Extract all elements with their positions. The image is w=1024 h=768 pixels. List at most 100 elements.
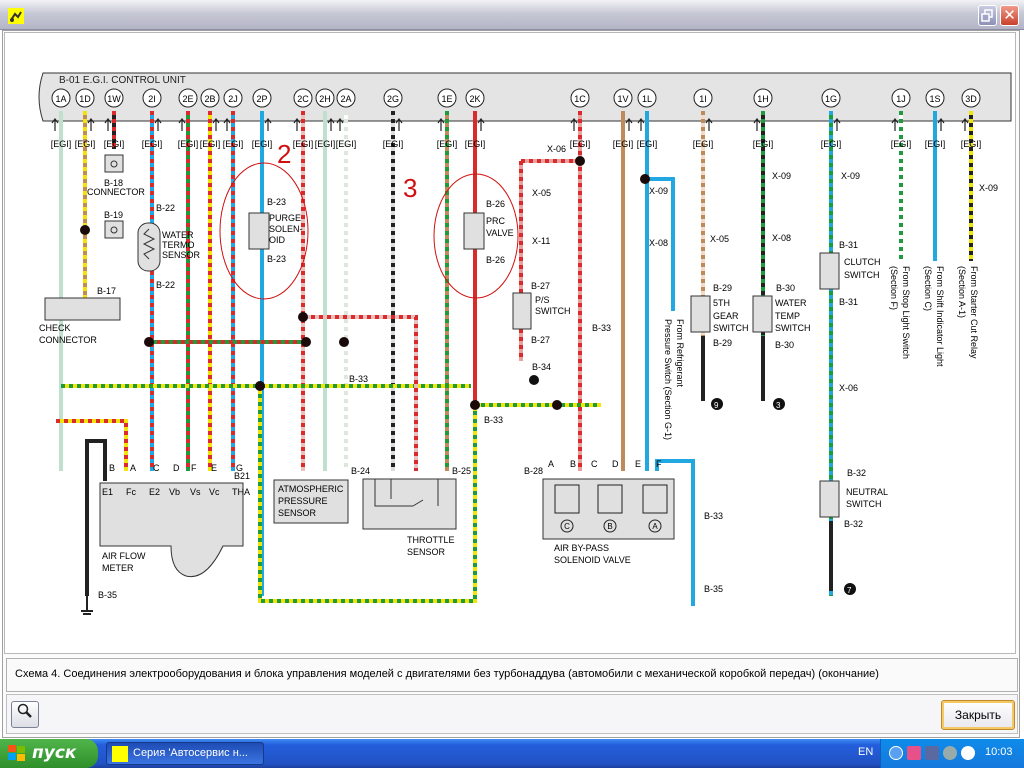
svg-text:SWITCH: SWITCH bbox=[846, 499, 882, 509]
wire-tag-egi: [EGI] bbox=[753, 139, 774, 149]
wire-b33-b35 bbox=[655, 459, 695, 606]
svg-text:X-06: X-06 bbox=[547, 144, 566, 154]
svg-text:SENSOR: SENSOR bbox=[278, 508, 317, 518]
svg-text:From Shift Indicator Light: From Shift Indicator Light bbox=[935, 266, 945, 367]
terminal-1a: 1A bbox=[51, 88, 71, 108]
terminal-1j: 1J bbox=[891, 88, 911, 108]
svg-text:CLUTCH: CLUTCH bbox=[844, 257, 881, 267]
svg-text:B-24: B-24 bbox=[351, 466, 370, 476]
terminal-2b: 2B bbox=[200, 88, 220, 108]
terminal-label: 1S bbox=[929, 94, 940, 104]
tray-app-icon[interactable] bbox=[907, 746, 921, 760]
close-dialog-button[interactable]: Закрыть bbox=[941, 700, 1015, 730]
ground-9 bbox=[711, 398, 723, 410]
b18-connector bbox=[104, 154, 124, 173]
svg-text:B-31: B-31 bbox=[839, 297, 858, 307]
svg-text:THROTTLE: THROTTLE bbox=[407, 535, 455, 545]
tray-network-icon[interactable] bbox=[925, 746, 939, 760]
atmospheric-pressure-sensor bbox=[273, 479, 349, 524]
start-button[interactable]: пуск bbox=[0, 739, 98, 768]
svg-text:B-26: B-26 bbox=[486, 199, 505, 209]
svg-text:SWITCH: SWITCH bbox=[713, 323, 749, 333]
svg-text:B-23: B-23 bbox=[267, 254, 286, 264]
search-icon bbox=[17, 703, 32, 718]
diagram-caption: Схема 4. Соединения электрооборудования … bbox=[15, 668, 879, 680]
svg-text:OID: OID bbox=[269, 235, 286, 245]
junction-dot bbox=[255, 381, 265, 391]
svg-text:METER: METER bbox=[102, 563, 134, 573]
neutral-switch bbox=[819, 480, 840, 518]
b22-top: B-22 bbox=[156, 203, 175, 213]
terminal-1g: 1G bbox=[821, 88, 841, 108]
svg-text:B-26: B-26 bbox=[486, 255, 505, 265]
svg-text:AIR FLOW: AIR FLOW bbox=[102, 551, 146, 561]
close-window-button[interactable]: ✕ bbox=[1000, 5, 1019, 26]
wire-tag-egi: [EGI] bbox=[637, 139, 658, 149]
terminal-2e: 2E bbox=[178, 88, 198, 108]
5th-gear-switch bbox=[690, 295, 711, 333]
abv-coil: B bbox=[607, 522, 612, 531]
junction-dot bbox=[470, 400, 480, 410]
tray-volume-icon[interactable] bbox=[943, 746, 957, 760]
terminal-label: 2P bbox=[256, 94, 267, 104]
ps-switch bbox=[512, 292, 532, 330]
terminal-label: 2E bbox=[182, 94, 193, 104]
zoom-search-button[interactable] bbox=[11, 701, 39, 728]
taskbar-item-app[interactable]: Серия 'Автосервис н... bbox=[106, 742, 264, 765]
afm-terminal-vc: Vc bbox=[209, 487, 220, 497]
terminal-1d: 1D bbox=[75, 88, 95, 108]
terminal-label: 1A bbox=[55, 94, 66, 104]
annotation-circle-2 bbox=[219, 162, 309, 300]
terminal-label: 1G bbox=[825, 94, 837, 104]
abv-coil: C bbox=[564, 522, 570, 531]
svg-text:7: 7 bbox=[847, 586, 852, 595]
prc-valve bbox=[463, 212, 485, 250]
afm-pin-c: C bbox=[153, 463, 160, 473]
svg-text:ATMOSPHERIC: ATMOSPHERIC bbox=[278, 484, 344, 494]
language-indicator[interactable]: EN bbox=[858, 746, 874, 758]
tray-expand-icon[interactable] bbox=[889, 746, 903, 760]
tray-panda-icon[interactable] bbox=[961, 746, 975, 760]
terminal-label: 1J bbox=[896, 94, 906, 104]
junction-dot bbox=[552, 400, 562, 410]
svg-text:X-05: X-05 bbox=[532, 188, 551, 198]
terminal-label: 2H bbox=[319, 94, 331, 104]
wire-tag-egi: [EGI] bbox=[570, 139, 591, 149]
svg-text:B-29: B-29 bbox=[713, 338, 732, 348]
junction-dot bbox=[298, 312, 308, 322]
wire-tag-egi: [EGI] bbox=[252, 139, 273, 149]
terminal-label: 2B bbox=[204, 94, 215, 104]
svg-text:SOLEN-: SOLEN- bbox=[269, 224, 303, 234]
afm-pin-a: A bbox=[130, 463, 136, 473]
wire-bus bbox=[303, 315, 418, 471]
wire-refrigerant bbox=[647, 177, 675, 311]
svg-text:B-30: B-30 bbox=[775, 340, 794, 350]
close-icon: ✕ bbox=[1003, 6, 1016, 24]
abv-pin-b: B bbox=[570, 459, 576, 469]
wire-tag-egi: [EGI] bbox=[693, 139, 714, 149]
terminal-label: 1E bbox=[441, 94, 452, 104]
afm-terminal-vs: Vs bbox=[190, 487, 201, 497]
control-unit-label: B-01 E.G.I. CONTROL UNIT bbox=[59, 75, 186, 86]
terminal-2c: 2C bbox=[293, 88, 313, 108]
terminal-label: 2G bbox=[387, 94, 399, 104]
system-tray: 10:03 bbox=[880, 739, 1024, 768]
restore-button[interactable] bbox=[978, 5, 997, 26]
svg-text:X-11: X-11 bbox=[532, 236, 550, 246]
terminal-label: 2C bbox=[297, 94, 309, 104]
terminal-label: 1I bbox=[699, 94, 707, 104]
svg-text:(Section C): (Section C) bbox=[923, 266, 933, 311]
wire-tag-egi: [EGI] bbox=[178, 139, 199, 149]
title-bar: ✕ bbox=[0, 0, 1024, 30]
junction-dot bbox=[640, 174, 650, 184]
refrigerant-label-1: From Refrigerant bbox=[675, 319, 685, 388]
terminal-label: 2I bbox=[148, 94, 156, 104]
svg-text:SOLENOID VALVE: SOLENOID VALVE bbox=[554, 555, 631, 565]
terminal-1l: 1L bbox=[637, 88, 657, 108]
terminal-2k: 2K bbox=[465, 88, 485, 108]
refrigerant-label-2: Pressure Switch (Section G-1) bbox=[663, 319, 673, 440]
terminal-2i: 2I bbox=[142, 88, 162, 108]
svg-text:B-35: B-35 bbox=[98, 590, 117, 600]
terminal-1v: 1V bbox=[613, 88, 633, 108]
